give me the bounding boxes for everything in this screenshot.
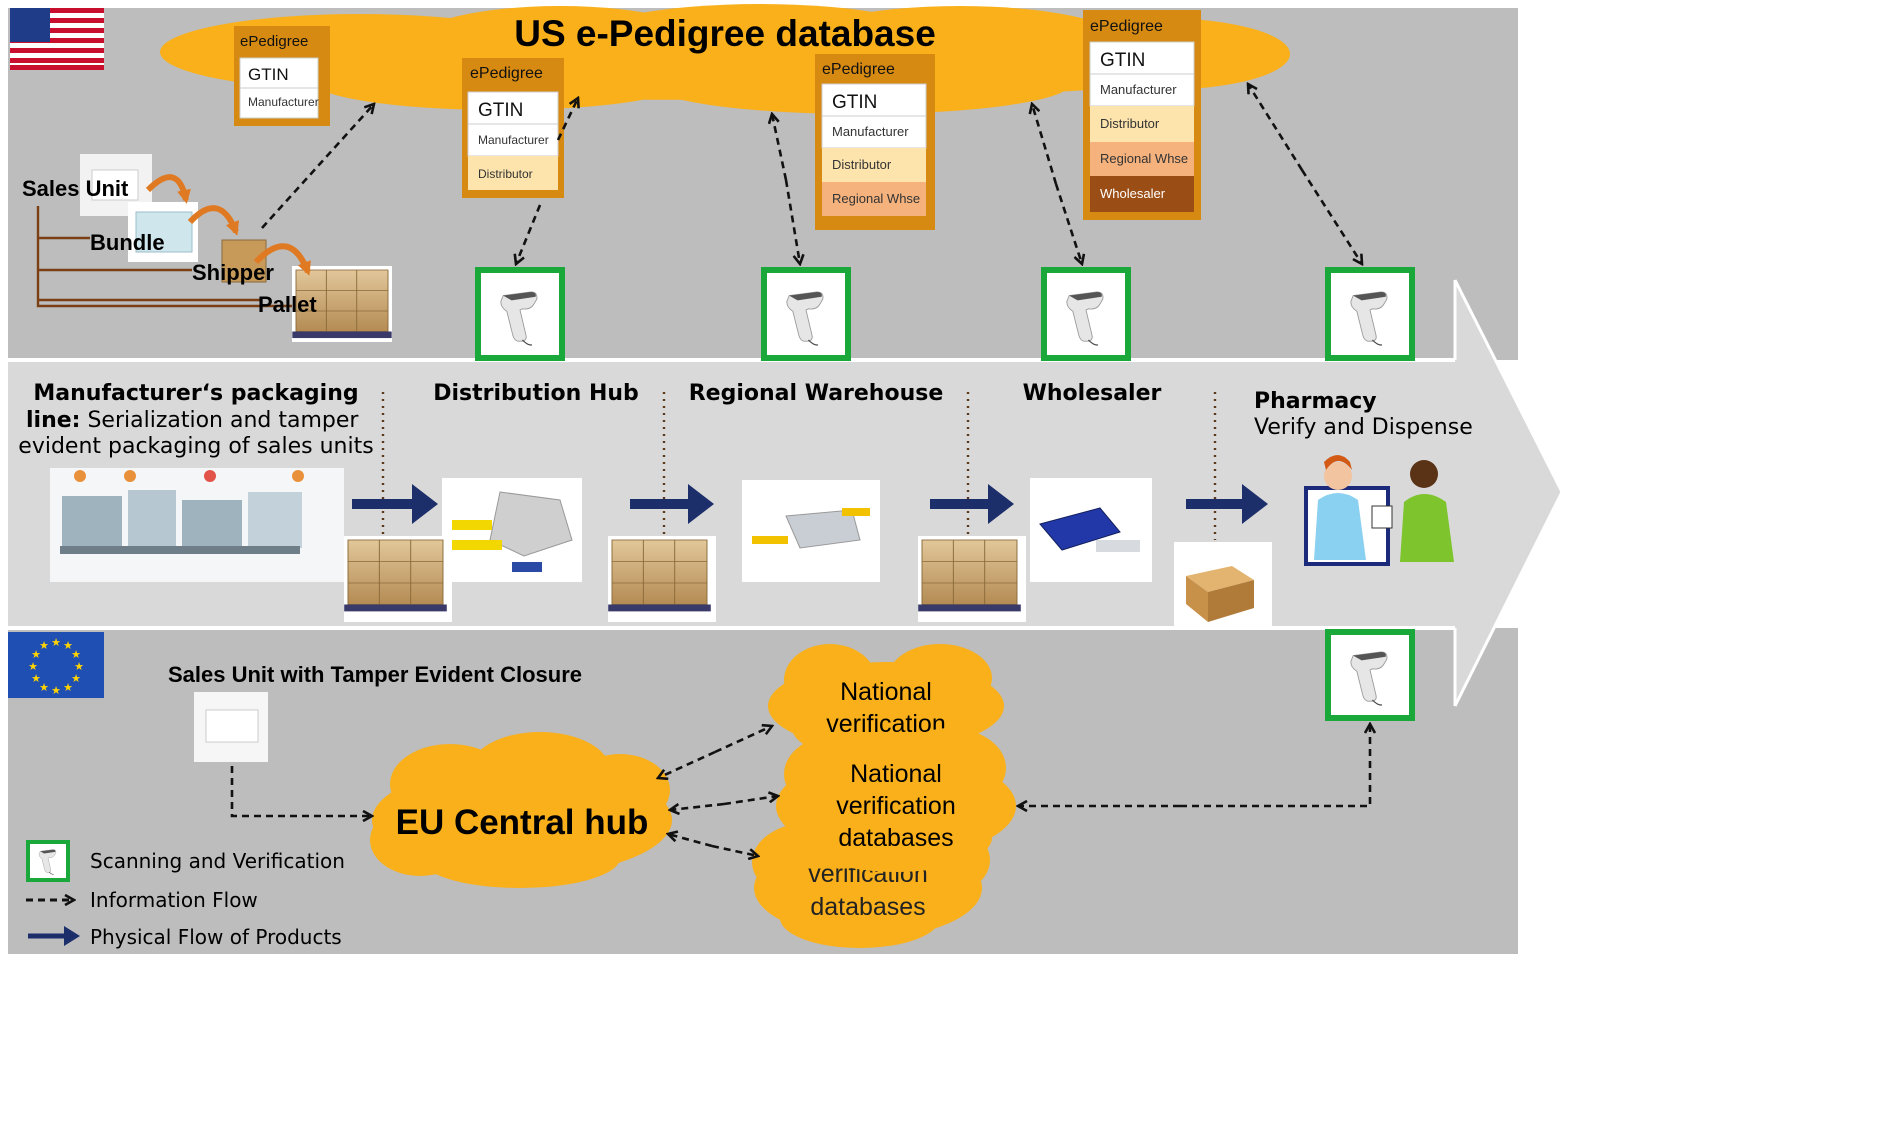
scanner-wholesaler-icon	[1041, 267, 1131, 361]
card-row-manufacturer: Manufacturer	[832, 124, 909, 139]
pharmacy-image	[1304, 455, 1454, 566]
regional-warehouse-image	[742, 480, 880, 582]
svg-text:★: ★	[51, 685, 61, 697]
open-box-image	[1174, 542, 1272, 626]
national-db-mid-line1: National	[850, 760, 942, 788]
svg-text:★: ★	[71, 649, 81, 661]
stage-manufacturer-title: Manufacturer‘s packaging	[33, 381, 358, 406]
svg-text:★: ★	[39, 640, 49, 652]
legend-info-label: Information Flow	[90, 888, 258, 912]
card-row-wholesaler: Wholesaler	[1100, 186, 1166, 201]
stage-pharmacy-title: Pharmacy	[1254, 389, 1377, 414]
eu-info-arrows	[230, 724, 1370, 856]
packaging-hierarchy: Sales Unit Bundle Shipper Pallet	[22, 154, 393, 342]
stage-manufacturer-desc2: evident packaging of sales units	[18, 434, 373, 459]
national-db-top-line1: National	[840, 678, 932, 706]
stage-wholesaler: Wholesaler	[1023, 381, 1162, 406]
scanner-regional-icon	[761, 267, 851, 361]
svg-text:line: Serialization and tamper: line: Serialization and tamper	[26, 408, 359, 433]
svg-text:★: ★	[63, 640, 73, 652]
distribution-hub-image	[442, 478, 582, 582]
eu-flag-icon: ★★★ ★★★ ★★★ ★★★	[8, 632, 104, 698]
label-shipper: Shipper	[192, 260, 274, 285]
pallet-image-2	[607, 536, 716, 622]
epedigree-card-4: ePedigree GTIN Manufacturer Distributor …	[1083, 10, 1201, 220]
card-row-distributor: Distributor	[832, 157, 892, 172]
svg-text:★: ★	[28, 661, 38, 673]
svg-text:★: ★	[74, 661, 84, 673]
us-database-title: US e-Pedigree database	[514, 13, 936, 54]
eu-sales-unit-label: Sales Unit with Tamper Evident Closure	[168, 662, 582, 687]
stage-manufacturer-line-label: line:	[26, 408, 80, 433]
card-row-regional: Regional Whse	[832, 191, 920, 206]
legend-physical-label: Physical Flow of Products	[90, 925, 342, 949]
packaging-line-image	[50, 468, 344, 582]
card-row-distributor: Distributor	[1100, 116, 1160, 131]
svg-text:★: ★	[71, 673, 81, 685]
epedigree-card-1: ePedigree GTIN Manufacturer	[234, 26, 330, 126]
national-db-mid-line3: databases	[838, 824, 953, 852]
epedigree-card-2: ePedigree GTIN Manufacturer Distributor	[462, 58, 564, 198]
card-row-gtin: GTIN	[1100, 50, 1145, 71]
svg-text:★: ★	[63, 682, 73, 694]
legend: Scanning and Verification Information Fl…	[26, 840, 345, 949]
stage-pharmacy-sub: Verify and Dispense	[1254, 415, 1473, 440]
card-header: ePedigree	[822, 61, 895, 78]
national-db-mid-line2: verification	[836, 792, 956, 820]
card-row-manufacturer: Manufacturer	[478, 133, 549, 147]
legend-scan-label: Scanning and Verification	[90, 849, 345, 873]
wholesaler-image	[1030, 478, 1152, 582]
card-row-manufacturer: Manufacturer	[248, 95, 319, 109]
svg-text:★: ★	[31, 649, 41, 661]
card-header: ePedigree	[470, 65, 543, 82]
us-info-arrows	[261, 84, 1362, 264]
legend-physical-arrow-icon	[28, 926, 80, 946]
stage-manufacturer-desc: Serialization and tamper	[87, 408, 359, 433]
us-flag-icon	[10, 8, 104, 70]
card-row-distributor: Distributor	[478, 167, 533, 181]
card-header: ePedigree	[240, 33, 308, 50]
pallet-image-1	[343, 536, 452, 622]
card-row-regional: Regional Whse	[1100, 151, 1188, 166]
scanner-pharmacy-top-icon	[1325, 267, 1415, 361]
label-bundle: Bundle	[90, 230, 165, 255]
scanner-distribution-icon	[475, 267, 565, 361]
label-pallet: Pallet	[258, 292, 317, 317]
eu-central-hub-cloud	[370, 732, 672, 888]
eu-sales-unit-image	[194, 692, 268, 762]
eu-central-hub-label: EU Central hub	[396, 803, 649, 842]
card-row-gtin: GTIN	[832, 92, 877, 113]
epedigree-card-3: ePedigree GTIN Manufacturer Distributor …	[815, 54, 935, 230]
scanner-pharmacy-eu-icon	[1325, 629, 1415, 721]
svg-text:★: ★	[31, 673, 41, 685]
physical-flow-arrows	[352, 484, 1268, 524]
national-db-bottom-line2: databases	[810, 893, 925, 921]
legend-scan-icon	[26, 840, 70, 882]
national-db-cloud-mid	[776, 728, 1016, 872]
card-row-gtin: GTIN	[248, 65, 289, 84]
label-sales-unit: Sales Unit	[22, 176, 129, 201]
card-row-manufacturer: Manufacturer	[1100, 82, 1177, 97]
pallet-image-3	[917, 536, 1026, 622]
stage-distribution-hub: Distribution Hub	[433, 381, 639, 406]
svg-text:★: ★	[39, 682, 49, 694]
stage-regional-warehouse: Regional Warehouse	[689, 381, 944, 406]
svg-text:★: ★	[51, 637, 61, 649]
card-row-gtin: GTIN	[478, 100, 523, 121]
card-header: ePedigree	[1090, 18, 1163, 35]
